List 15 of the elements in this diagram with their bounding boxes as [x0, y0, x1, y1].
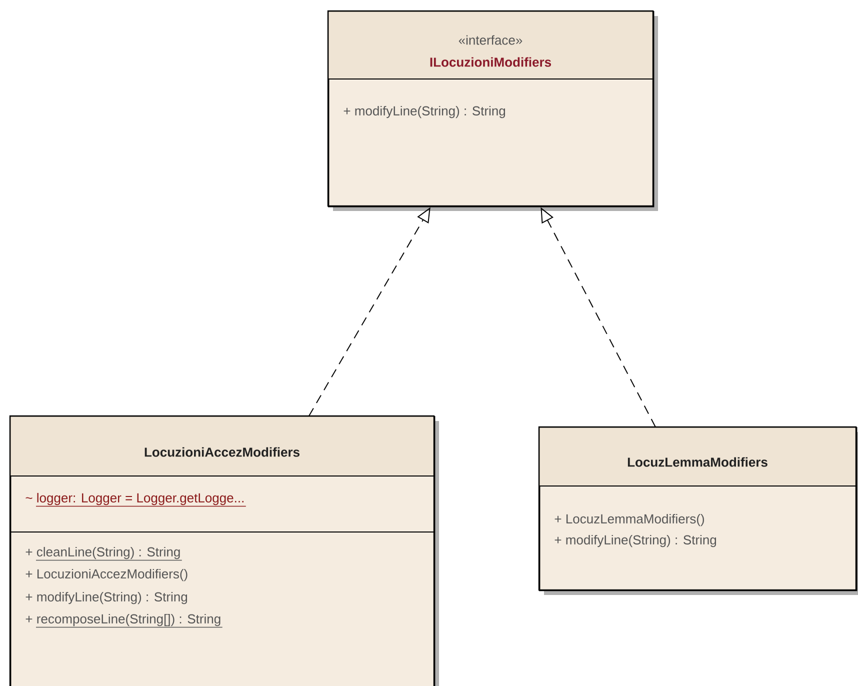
method-text: + LocuzLemmaModifiers(): [554, 514, 704, 526]
method-text: + LocuzioniAccezModifiers(): [26, 568, 188, 582]
method-text: + modifyLine(String) : String: [344, 106, 506, 118]
stereotype-label: «interface»: [458, 35, 522, 45]
class-box: [327, 10, 658, 211]
method-text: + modifyLine(String) : String: [26, 592, 188, 604]
class-name: LocuzioniAccezModifiers: [144, 447, 300, 457]
method-text: + recomposeLine(String[]) : String: [26, 614, 223, 628]
method-text: + modifyLine(String) : String: [554, 534, 716, 548]
class-name: ILocuzioniModifiers: [430, 57, 552, 67]
class-name: LocuzLemmaModifiers: [628, 457, 768, 467]
attribute-text: ~ logger: Logger = Logger.getLogge...: [26, 492, 246, 507]
class-box: [538, 426, 858, 595]
method-text: + cleanLine(String) : String: [26, 546, 182, 561]
class-box: [9, 415, 439, 686]
